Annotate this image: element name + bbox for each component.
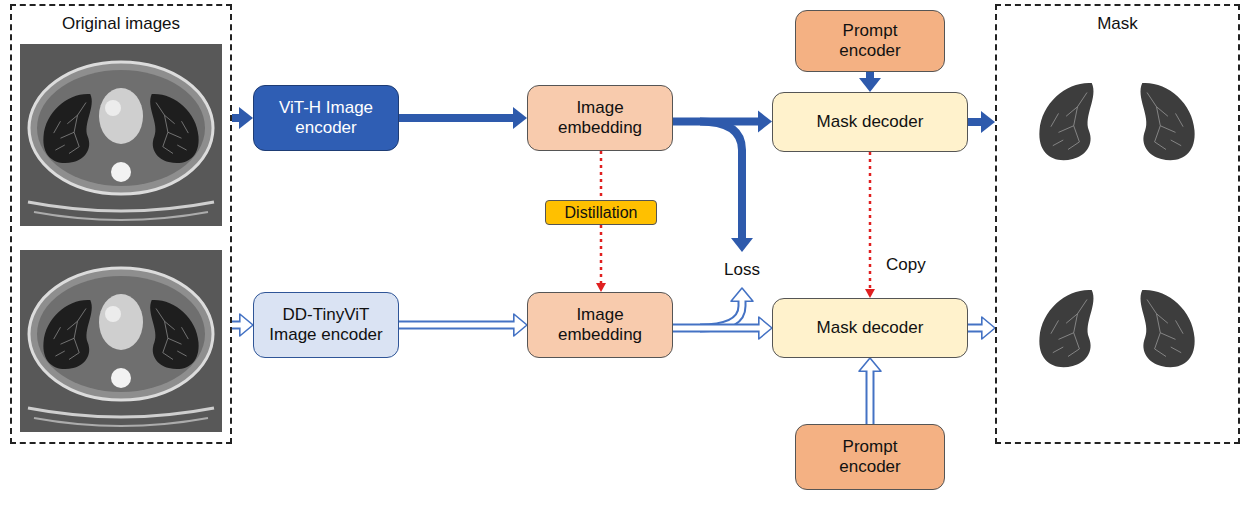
connector-line xyxy=(399,114,513,122)
connector-line xyxy=(866,72,874,78)
image-group-frame: Original images xyxy=(10,4,232,444)
connector xyxy=(673,328,760,329)
node-label: Mask decoder xyxy=(817,112,924,132)
mask-decoder-box: Mask decoder xyxy=(772,92,968,152)
connector xyxy=(232,118,239,119)
connector xyxy=(232,325,241,326)
connector xyxy=(673,121,758,122)
connector xyxy=(870,72,871,78)
node-label: Prompt encoder xyxy=(817,437,923,478)
node-label: Image embedding xyxy=(539,98,661,139)
connector-line xyxy=(673,118,758,126)
lung-mask xyxy=(1039,290,1194,367)
connector xyxy=(399,325,515,326)
connector xyxy=(601,151,602,200)
node-label: Distillation xyxy=(565,203,638,222)
group-heading: Original images xyxy=(62,14,180,34)
encoder-box: ViT-H Image encoder xyxy=(253,85,399,151)
mask-decoder-box: Mask decoder xyxy=(772,298,968,358)
group-heading: Mask xyxy=(1097,14,1138,34)
connector xyxy=(399,118,513,119)
connector xyxy=(968,122,981,123)
connector-line xyxy=(232,114,239,122)
prompt-encoder-box: Prompt encoder xyxy=(795,10,945,72)
embedding-box: Image embedding xyxy=(527,85,673,151)
connector-fill xyxy=(968,326,983,331)
connector xyxy=(968,328,983,329)
connector-line xyxy=(600,225,603,283)
node-label: Prompt encoder xyxy=(817,21,923,62)
node-label: Mask decoder xyxy=(817,318,924,338)
connector-fill xyxy=(673,326,760,331)
loss-label: Loss xyxy=(722,260,762,280)
connector-line xyxy=(968,118,981,126)
encoder-box: DD-TinyViT Image encoder xyxy=(253,292,399,358)
connector-fill xyxy=(399,323,515,328)
ct-scan-image xyxy=(20,250,222,432)
node-label: ViT-H Image encoder xyxy=(265,98,387,139)
loss-branch-arrow xyxy=(700,122,742,239)
prompt-encoder-box: Prompt encoder xyxy=(795,424,945,490)
connector-fill xyxy=(868,370,873,424)
node-label: Image embedding xyxy=(539,305,661,346)
ct-scan-image xyxy=(20,44,222,226)
connector xyxy=(870,152,871,289)
connector xyxy=(870,370,871,424)
node-label: DD-TinyViT Image encoder xyxy=(265,305,387,346)
connector-line xyxy=(600,151,603,200)
lung-mask xyxy=(1039,83,1194,160)
connector-line xyxy=(869,152,872,289)
distillation-tag: Distillation xyxy=(545,200,657,225)
connector-fill xyxy=(232,323,241,328)
connector xyxy=(601,225,602,283)
edge-label: Copy xyxy=(884,255,928,275)
embedding-box: Image embedding xyxy=(527,292,673,358)
image-group-frame: Mask xyxy=(995,4,1240,444)
